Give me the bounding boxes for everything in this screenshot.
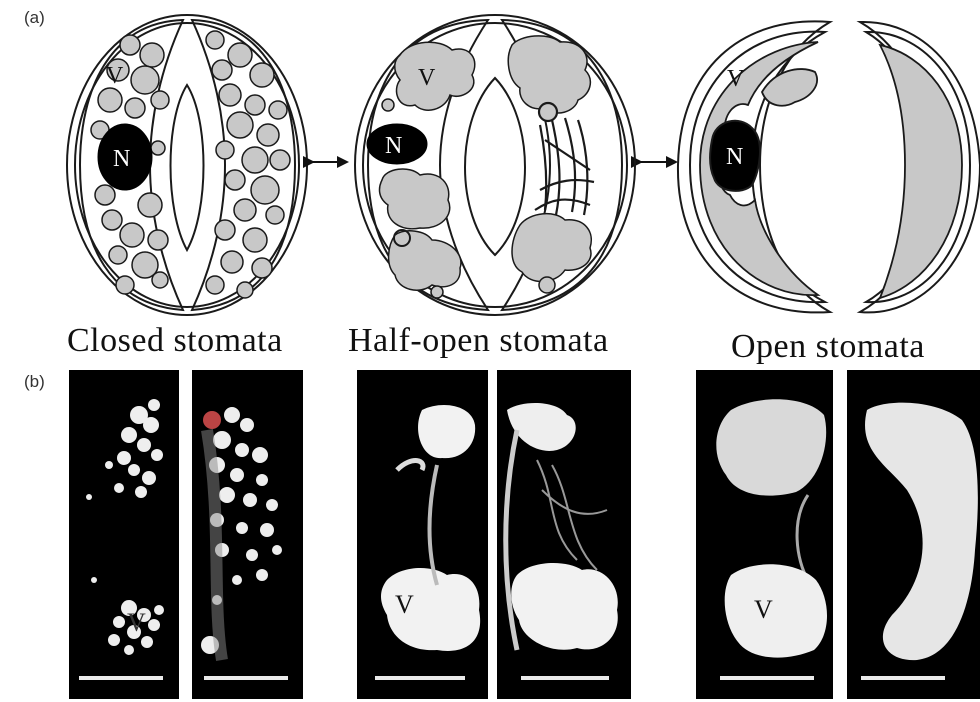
caption-open: Open stomata <box>731 328 925 366</box>
micrograph-closed-left: V <box>69 370 179 699</box>
micrograph-open-vacuole-label: V <box>754 595 773 625</box>
scalebar-half-left <box>375 676 465 680</box>
panel-a-diagram: N V N V N V <box>0 0 980 340</box>
open-nucleus-label: N <box>726 144 743 170</box>
panel-b-label: (b) <box>24 372 45 392</box>
caption-half-open: Half-open stomata <box>348 322 609 360</box>
closed-vacuole-label: V <box>106 63 124 89</box>
scalebar-open-right <box>861 676 945 680</box>
micrograph-half-vacuole-label: V <box>395 590 414 620</box>
closed-nucleus-label: N <box>113 146 130 172</box>
half-nucleus-label: N <box>385 133 402 159</box>
micrograph-half-right <box>497 370 631 699</box>
micrograph-open-left: V <box>696 370 833 699</box>
micrograph-open-right <box>847 370 980 699</box>
micrograph-closed-right <box>192 370 303 699</box>
open-vacuole-label: V <box>727 66 745 92</box>
half-vacuole-label: V <box>418 65 436 91</box>
scalebar-closed-left <box>79 676 163 680</box>
scalebar-half-right <box>521 676 609 680</box>
half-pore <box>465 78 525 255</box>
micrograph-half-left: V <box>357 370 488 699</box>
scalebar-open-left <box>720 676 814 680</box>
scalebar-closed-right <box>204 676 288 680</box>
micrograph-closed-vacuole-label: V <box>127 608 146 638</box>
caption-closed: Closed stomata <box>67 322 283 360</box>
closed-pore <box>171 85 204 250</box>
half-open-cytoskeleton <box>535 103 594 215</box>
